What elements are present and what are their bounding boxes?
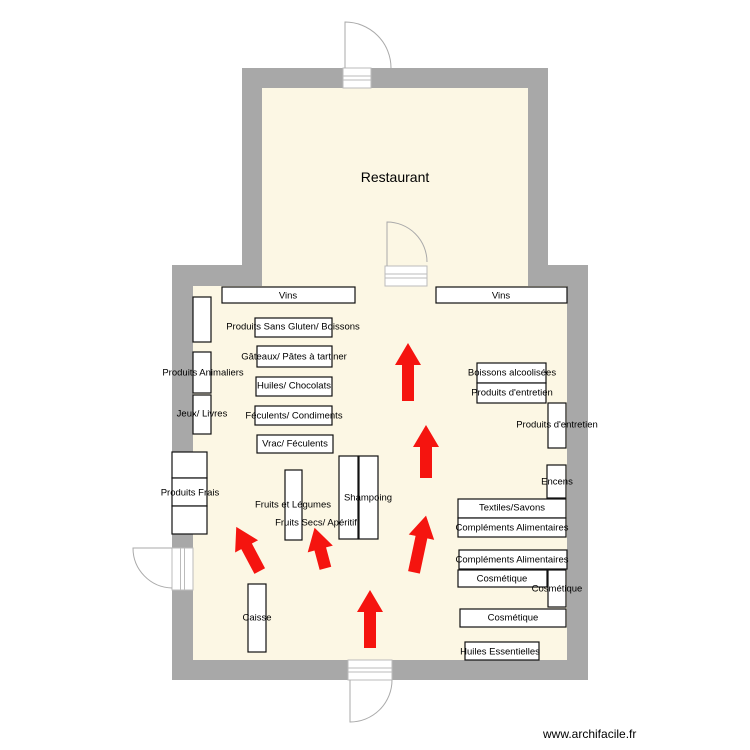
shelf [171,505,208,535]
shelf-label-boissons-alcool: Boissons alcoolisées [467,367,557,379]
shelf [547,569,567,608]
shelf-label-huiles-essentielles: Huiles Essentielles [460,646,540,658]
shelf-label-vins-right: Vins [491,290,511,302]
shelf-label-sans-gluten: Produits Sans Gluten/ Boissons [226,321,360,333]
shelf [338,455,359,540]
shelf [284,469,303,541]
shelf-label-animaliers: Produits Animaliers [162,367,244,379]
shelf-label-cosmetique-2: Cosmétique [531,583,583,595]
shelf [221,286,356,304]
shelf [247,583,267,653]
shelf [171,477,208,507]
shelf-label-textiles: Textiles/Savons [478,502,546,514]
direction-arrow-icon [307,527,333,570]
direction-arrow-icon [395,343,421,401]
shelf [254,317,333,338]
shelf-label-vrac: Vrac/ Féculents [262,438,328,450]
door-restaurant-top-frame [342,67,372,89]
shelf [358,455,379,540]
shelf-label-feculents-condiments: Féculents/ Condiments [245,410,343,422]
watermark: www.archifacile.fr [543,727,637,741]
shelf-label-huiles-chocolats: Huiles/ Chocolats [257,380,331,392]
shelf [459,608,567,628]
shelf [192,296,212,343]
door-left-frame [171,547,194,591]
shelf [464,641,540,661]
shelf-label-jeux: Jeux/ Livres [176,408,228,420]
door-restaurant-store-frame [384,265,428,287]
shelf-label-entretien-2: Produits d'entretien [516,419,598,431]
shelf [192,351,212,394]
door-bottom-swing [349,679,393,723]
direction-arrow-icon [235,526,266,574]
shelf [547,402,567,449]
direction-arrow-icon [357,590,383,648]
shelf [457,517,567,538]
shelf-label-vins-left: Vins [278,290,298,302]
shelf-label-complements-1: Compléments Alimentaires [455,522,569,534]
shelf [458,549,568,570]
shelf-label-cosmetique-3: Cosmétique [487,612,539,624]
shelf-label-fruits-legumes: Fruits et Légumes [254,499,332,511]
shelf [256,345,333,368]
shelf-label-fruits-secs: Fruits Secs/ Apéritif [275,517,357,529]
shelf [192,394,212,435]
shelf-label-frais: Produits Frais [160,487,220,499]
door-restaurant-top-swing [344,21,392,69]
shelf [256,434,334,454]
restaurant-floor [262,88,528,286]
shelf [435,286,568,304]
direction-arrow-icon [408,515,435,574]
door-bottom-frame [347,659,393,681]
shelf [171,451,208,479]
door-left-swing [132,547,173,589]
direction-arrow-icon [413,425,439,478]
shelf [476,382,547,404]
room-label-restaurant: Restaurant [360,169,430,185]
shelf-label-caisse: Caisse [242,612,272,624]
shelf [254,405,333,426]
shelf [546,464,567,499]
shelf-label-cosmetique-1: Cosmétique [476,573,528,585]
shelf-label-encens: Encens [541,476,573,488]
shelf-label-entretien-1: Produits d'entretien [471,387,553,399]
shelf [457,569,548,588]
door-restaurant-store-swing [386,221,428,266]
shelf [255,376,333,397]
shelf-label-shampoing: Shampoing [343,492,393,504]
shelf-label-gateaux: Gâteaux/ Pâtes à tartiner [241,351,347,363]
shelf-label-complements-2: Compléments Alimentaires [455,554,569,566]
